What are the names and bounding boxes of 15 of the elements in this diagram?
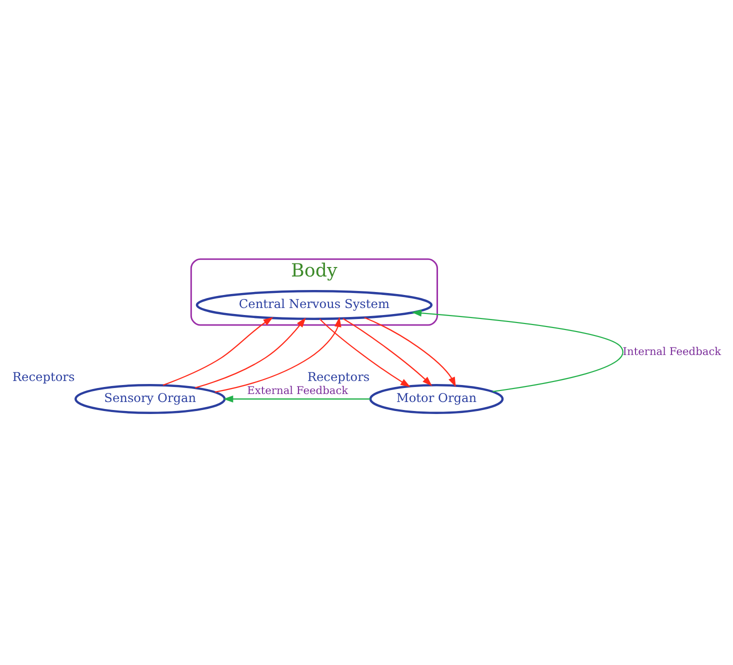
arrow	[412, 309, 624, 392]
arrow	[195, 317, 306, 388]
node-ellipse: Motor Organ	[369, 383, 504, 414]
node-label: Receptors	[12, 370, 75, 384]
arrow	[342, 318, 432, 386]
edge-label: Internal Feedback	[622, 344, 722, 358]
arrow	[223, 395, 370, 402]
edge-label: External Feedback	[247, 383, 348, 396]
node-label: Receptors	[307, 370, 370, 384]
node-ellipse: Central Nervous System	[196, 289, 433, 320]
arrow	[319, 318, 410, 387]
arrow	[162, 316, 274, 386]
arrow	[364, 316, 456, 387]
arrow	[214, 316, 342, 392]
node-ellipse: Sensory Organ	[74, 383, 226, 414]
